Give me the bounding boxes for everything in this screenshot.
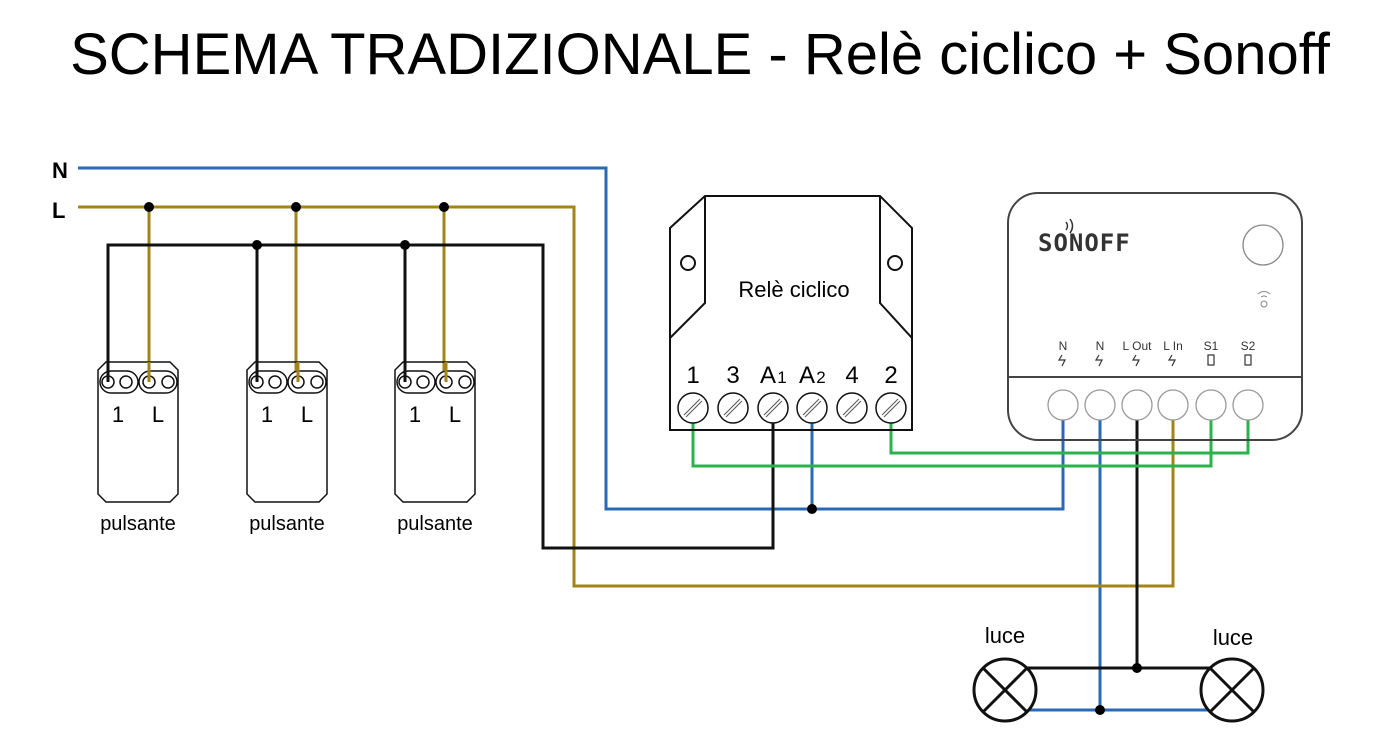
lamp-right-label: luce: [1213, 625, 1253, 650]
wifi-icon: [1257, 291, 1271, 298]
bolt-icon: [1057, 354, 1066, 367]
terminal-block: [287, 370, 327, 394]
bolt-icon: [1094, 354, 1103, 367]
s2-wire: [889, 420, 1250, 455]
sonoff-terminal-label: S1: [1204, 339, 1219, 353]
sonoff-button: [1242, 224, 1284, 266]
relay-screw-terminal: [677, 392, 709, 424]
junction-dots: [144, 202, 1142, 715]
neutral-wire: [78, 166, 1065, 511]
bolt-icon: [1167, 354, 1176, 367]
sonoff-terminal-label: N: [1096, 339, 1105, 353]
relay-title: Relè ciclico: [738, 277, 849, 302]
relay-terminal-label: 1: [686, 362, 699, 389]
live-label: L: [52, 198, 65, 223]
lamp-left-label: luce: [985, 623, 1025, 648]
terminal-l-label: L: [301, 402, 313, 427]
relay-screw-terminal: [757, 392, 789, 424]
relay-terminal-subscript: 2: [816, 368, 825, 387]
lamp-left: [972, 657, 1038, 723]
lamp-right: [1199, 657, 1265, 723]
bolt-icon: [1131, 354, 1140, 367]
switch-icon: [1244, 354, 1252, 366]
sonoff-terminal-label: S2: [1241, 339, 1256, 353]
relay-screw-terminal: [796, 392, 828, 424]
screw-terminal: [161, 375, 175, 389]
sonoff-terminal: [1195, 389, 1227, 421]
terminal-l-label: L: [152, 402, 164, 427]
pushbutton-body: [246, 361, 328, 503]
relay-terminal-subscript: 1: [777, 368, 786, 387]
relay-terminal-label: 2: [884, 362, 897, 389]
signal-icon: [1065, 218, 1074, 234]
relay-terminal-label: A: [760, 362, 776, 389]
sonoff-terminal: [1047, 389, 1079, 421]
screw-terminal: [310, 375, 324, 389]
terminal-1-label: 1: [409, 402, 421, 427]
terminal-l-label: L: [449, 402, 461, 427]
terminal-block: [435, 370, 475, 394]
relay-screw-terminal: [875, 392, 907, 424]
sonoff-terminal: [1232, 389, 1264, 421]
relay-terminal-label: A: [799, 362, 815, 389]
live-wire: [78, 205, 1175, 588]
sonoff-terminal-label: L In: [1163, 339, 1183, 353]
pushbutton-body: [97, 361, 179, 503]
relay-terminal-label: 4: [845, 362, 858, 389]
terminal-block: [138, 370, 178, 394]
sonoff-terminal: [1121, 389, 1153, 421]
status-led-icon: [1260, 300, 1268, 308]
sonoff-terminal: [1157, 389, 1189, 421]
switch-icon: [1207, 354, 1215, 366]
pushbutton-body: [394, 361, 476, 503]
relay-screw-terminal: [836, 392, 868, 424]
return-wire: [106, 243, 775, 550]
s1-wire: [691, 420, 1213, 468]
cyclic-relay: [669, 195, 913, 431]
sonoff-terminal-label: N: [1059, 339, 1068, 353]
terminal-1-label: 1: [261, 402, 273, 427]
pushbutton-label: pulsante: [397, 513, 473, 535]
relay-terminal-label: 3: [726, 362, 739, 389]
screw-terminal: [119, 375, 133, 389]
terminal-1-label: 1: [112, 402, 124, 427]
sonoff-logo: SONOFF: [1038, 229, 1131, 257]
sonoff-module: [1007, 192, 1303, 441]
diagram-title: SCHEMA TRADIZIONALE - Relè ciclico + Son…: [70, 22, 1331, 87]
screw-terminal: [268, 375, 282, 389]
neutral-label: N: [52, 158, 68, 183]
pushbutton-label: pulsante: [249, 513, 325, 535]
relay-screw-terminal: [717, 392, 749, 424]
pushbutton-label: pulsante: [100, 513, 176, 535]
screw-terminal: [416, 375, 430, 389]
sonoff-terminal: [1084, 389, 1116, 421]
screw-terminal: [458, 375, 472, 389]
sonoff-terminal-label: L Out: [1123, 339, 1153, 353]
